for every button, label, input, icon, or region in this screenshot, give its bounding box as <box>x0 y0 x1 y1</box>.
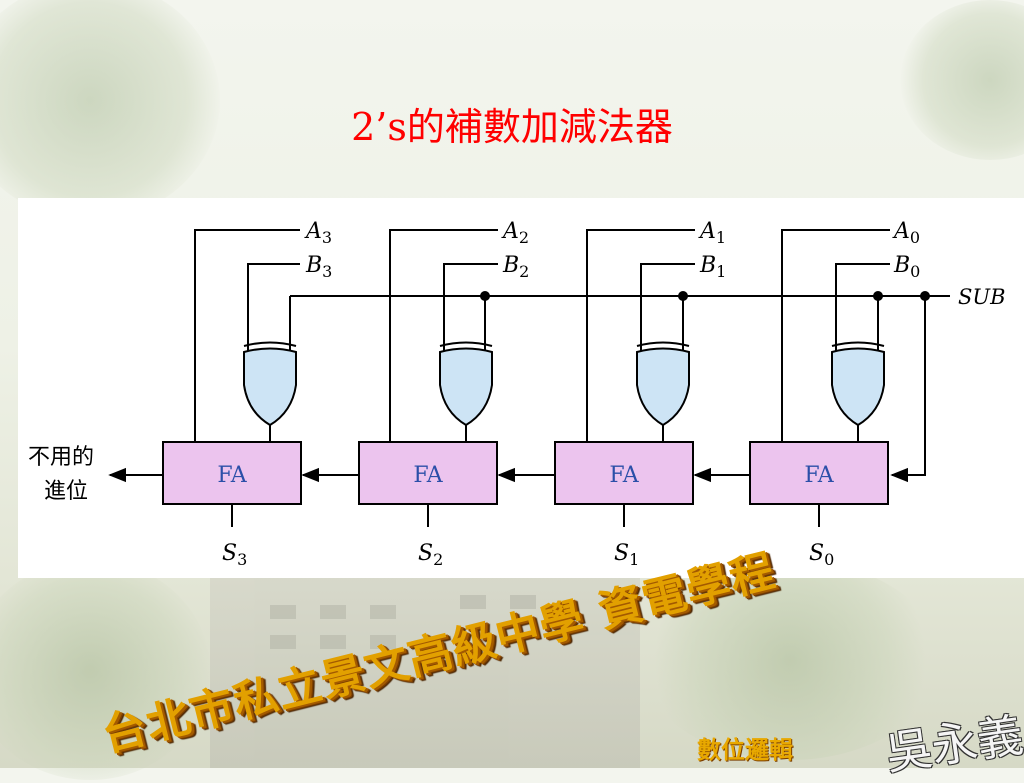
xor-back-arc <box>636 341 690 347</box>
xor-back-arc <box>243 341 297 347</box>
full-adder-label: FA <box>217 463 247 488</box>
a-input-label: A1 <box>698 219 726 247</box>
carry-in-line <box>890 296 926 483</box>
sum-label: S1 <box>614 541 639 569</box>
xor-gate <box>636 347 690 427</box>
sum-label: S3 <box>222 541 247 569</box>
xor-gate <box>439 347 493 427</box>
stage-2: FA S2 A2 B2 <box>358 219 529 569</box>
full-adder-box <box>162 441 302 505</box>
background-foliage <box>0 560 210 780</box>
xor-gate <box>831 347 885 427</box>
full-adder-box <box>749 441 889 505</box>
a-input-line <box>389 229 498 442</box>
slide-title: 2’s的補數加減法器 <box>351 105 673 149</box>
carry-out-label-line2: 進位 <box>44 479 88 504</box>
full-adder-label: FA <box>804 463 834 488</box>
a-input-label: A0 <box>892 219 920 247</box>
xor-gate <box>243 347 297 427</box>
b-input-label: B0 <box>893 253 920 281</box>
background-building <box>210 575 640 768</box>
b-input-line <box>640 263 695 355</box>
carry-out-label-line1: 不用的 <box>28 445 94 470</box>
sub-label: SUB <box>958 285 1006 309</box>
full-adder-box <box>554 441 694 505</box>
sum-label: S2 <box>418 541 443 569</box>
xor-back-arc <box>439 341 493 347</box>
a-input-line <box>781 229 890 442</box>
stage-0: FA S0 A0 B0 <box>749 219 920 569</box>
xor-back-arc <box>831 341 885 347</box>
b-input-label: B1 <box>699 253 726 281</box>
stage-1: FA S1 A1 B1 <box>554 219 726 569</box>
b-input-label: B2 <box>502 253 529 281</box>
a-input-line <box>586 229 695 442</box>
full-adder-label: FA <box>413 463 443 488</box>
b-input-label: B3 <box>305 253 332 281</box>
a-input-line <box>194 229 300 442</box>
sum-label: S0 <box>809 541 834 569</box>
b-input-line <box>247 263 300 355</box>
full-adder-box <box>358 441 498 505</box>
stage-3: FA S3 A3 B3 <box>162 219 332 569</box>
b-input-line <box>443 263 498 355</box>
course-label: 數位邏輯 <box>697 736 793 764</box>
full-adder-label: FA <box>609 463 639 488</box>
b-input-line <box>835 263 890 355</box>
background-foliage <box>640 560 940 760</box>
a-input-label: A2 <box>501 219 529 247</box>
background-foliage <box>0 0 220 220</box>
a-input-label: A3 <box>304 219 332 247</box>
